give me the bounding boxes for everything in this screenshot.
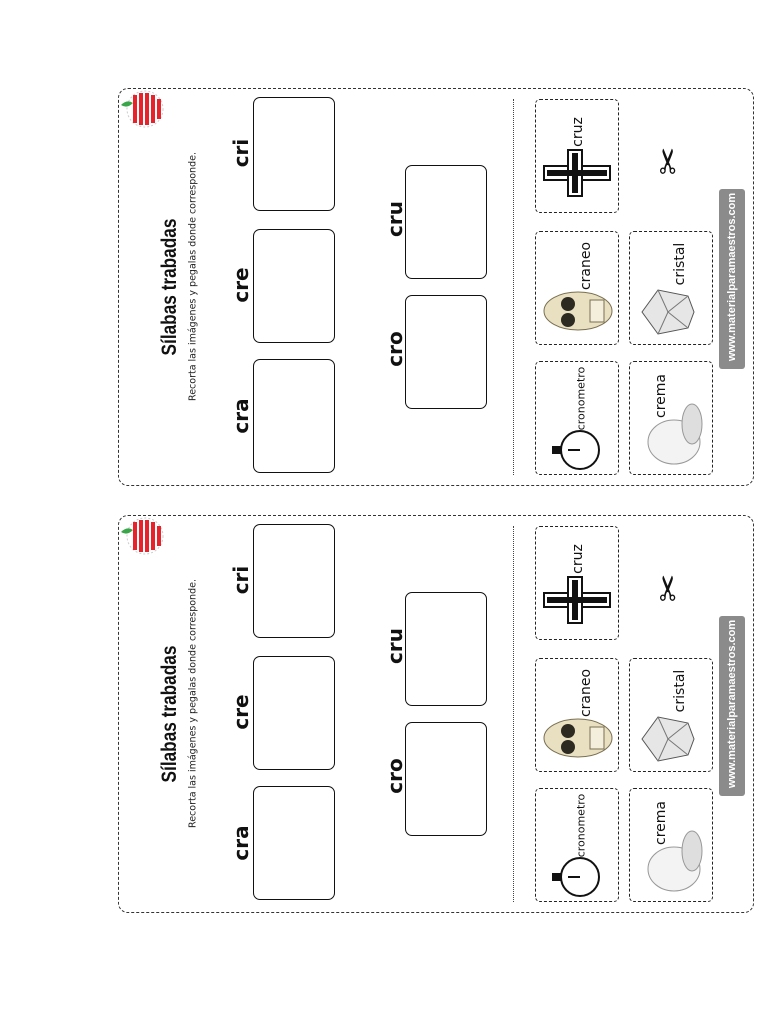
syllable-cre: cre (229, 267, 253, 303)
website-badge: www.materialparamaestros.com (719, 189, 745, 369)
paste-box-cre (253, 656, 335, 770)
syllable-cra: cra (229, 398, 253, 434)
card-label-cronometro: cronometro (574, 366, 588, 431)
logo-icon (121, 90, 164, 128)
cut-line (513, 99, 514, 475)
cross-icon (543, 576, 611, 624)
card-label-cristal: cristal (672, 669, 688, 713)
scissors-icon: ✂ (649, 146, 689, 176)
cross-icon (543, 149, 611, 197)
card-label-crema: crema (653, 374, 669, 418)
website-badge: www.materialparamaestros.com (719, 616, 745, 796)
worksheet-title: Sílabas trabadas (158, 218, 181, 356)
stopwatch-icon (552, 430, 600, 470)
paste-box-cri (253, 524, 335, 638)
syllable-cru: cru (383, 628, 407, 664)
card-label-crema: crema (653, 801, 669, 845)
card-cristal: cristal (629, 658, 713, 772)
worksheet-bottom: Sílabas trabadas Recorta las imágenes y … (118, 515, 754, 913)
paste-box-cra (253, 359, 335, 473)
card-label-cruz: cruz (570, 544, 586, 574)
syllable-cre: cre (229, 694, 253, 730)
skull-icon (543, 718, 613, 758)
website-text: www.materialparamaestros.com (726, 192, 738, 362)
paste-box-cri (253, 97, 335, 211)
crystal-icon (641, 289, 695, 335)
paste-box-cro (405, 295, 487, 409)
cream-jar-icon (647, 403, 703, 465)
logo-icon (121, 517, 164, 555)
website-text: www.materialparamaestros.com (726, 619, 738, 789)
stopwatch-icon (552, 857, 600, 897)
card-label-craneo: craneo (578, 241, 594, 291)
worksheet-title: Sílabas trabadas (158, 645, 181, 783)
cream-jar-icon (647, 830, 703, 892)
cut-line (513, 526, 514, 902)
card-cronometro: cronometro (535, 361, 619, 475)
card-craneo: craneo (535, 658, 619, 772)
card-cristal: cristal (629, 231, 713, 345)
card-craneo: craneo (535, 231, 619, 345)
card-label-craneo: craneo (578, 668, 594, 718)
worksheet-top: Sílabas trabadas Recorta las imágenes y … (118, 88, 754, 486)
syllable-cro: cro (383, 758, 407, 794)
card-label-cristal: cristal (672, 242, 688, 286)
scissors-icon: ✂ (649, 573, 689, 603)
card-label-cronometro: cronometro (574, 793, 588, 858)
paste-box-cre (253, 229, 335, 343)
card-label-cruz: cruz (570, 117, 586, 147)
card-cruz: cruz (535, 99, 619, 213)
card-crema: crema (629, 361, 713, 475)
paste-box-cru (405, 165, 487, 279)
card-crema: crema (629, 788, 713, 902)
card-cruz: cruz (535, 526, 619, 640)
syllable-cra: cra (229, 825, 253, 861)
paste-box-cru (405, 592, 487, 706)
syllable-cro: cro (383, 331, 407, 367)
skull-icon (543, 291, 613, 331)
card-cronometro: cronometro (535, 788, 619, 902)
paste-box-cra (253, 786, 335, 900)
crystal-icon (641, 716, 695, 762)
instruction-text: Recorta las imágenes y pegalas donde cor… (187, 579, 199, 828)
paste-box-cro (405, 722, 487, 836)
syllable-cru: cru (383, 201, 407, 237)
syllable-cri: cri (229, 565, 253, 595)
syllable-cri: cri (229, 138, 253, 168)
instruction-text: Recorta las imágenes y pegalas donde cor… (187, 152, 199, 401)
